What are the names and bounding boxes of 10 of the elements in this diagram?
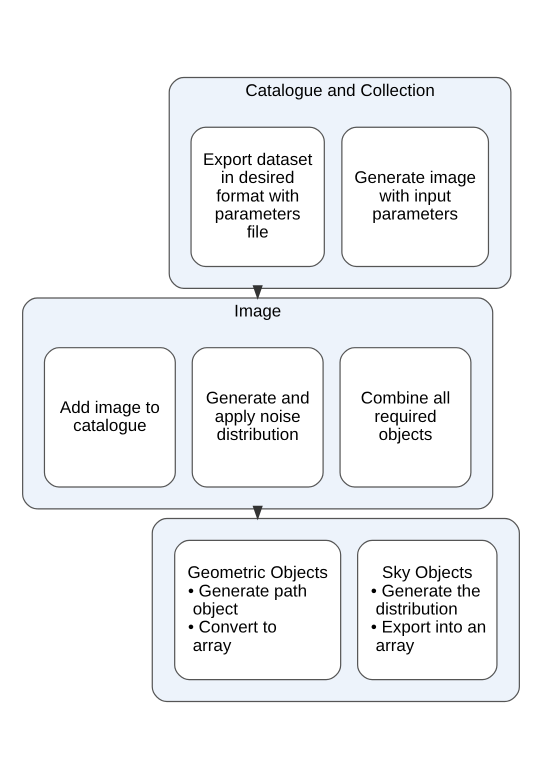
cluster bbox=[152, 517, 520, 702]
node-box: Export dataset in desired format with parameters file bbox=[190, 126, 325, 267]
node-box: Sky Objects • Generate the distribution • Export into an array bbox=[357, 539, 498, 680]
arrow bbox=[252, 284, 263, 300]
node-box: Geometric Objects • Generate path object • Convert to array bbox=[174, 539, 342, 680]
node-box: Add image to catalogue bbox=[44, 346, 176, 488]
arrow bbox=[252, 505, 263, 520]
node-box: Generate and apply noise distribution bbox=[192, 346, 324, 488]
node-box: Combine all required objects bbox=[339, 346, 472, 488]
node-box: Generate image with input parameters bbox=[341, 126, 490, 267]
